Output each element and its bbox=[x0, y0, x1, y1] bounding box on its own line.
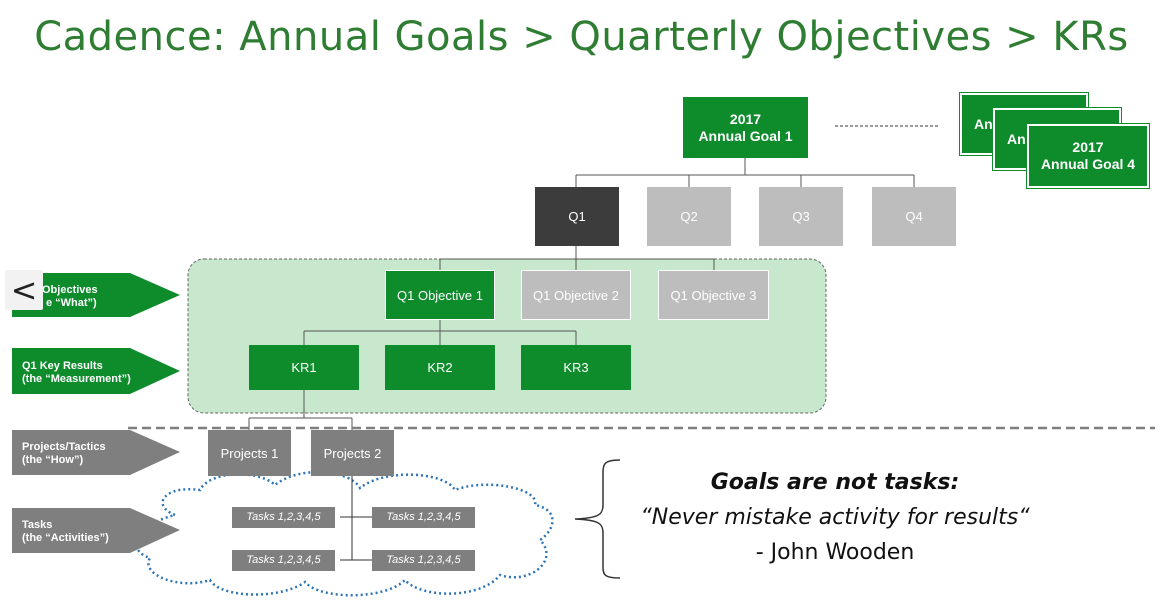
quarter-q3: Q3 bbox=[759, 187, 843, 246]
annual-goal-4-year: 2017 bbox=[1072, 139, 1104, 155]
objectives-arrow bbox=[12, 273, 180, 317]
objectives-label-line2: e “What”) bbox=[46, 297, 97, 309]
annual-goal-1-year: 2017 bbox=[729, 110, 762, 127]
projects-label-line2: (the “How”) bbox=[22, 454, 84, 466]
key-results-label-line1: Q1 Key Results bbox=[22, 360, 103, 372]
kr-arrow bbox=[12, 348, 180, 394]
objective-2: Q1 Objective 2 bbox=[521, 270, 631, 320]
objectives-label: Objectives e “What”) bbox=[42, 284, 98, 310]
objectives-label-line1: Objectives bbox=[42, 284, 98, 296]
key-results-label: Q1 Key Results (the “Measurement”) bbox=[22, 360, 131, 386]
objective-3: Q1 Objective 3 bbox=[658, 270, 769, 320]
task-box: Tasks 1,2,3,4,5 bbox=[372, 507, 475, 528]
quarter-q1: Q1 bbox=[535, 187, 619, 246]
tasks-arrow bbox=[12, 508, 180, 553]
projects-label: Projects/Tactics (the “How”) bbox=[22, 441, 106, 467]
task-box: Tasks 1,2,3,4,5 bbox=[232, 507, 335, 528]
quote-author: - John Wooden bbox=[755, 540, 915, 565]
project-1: Projects 1 bbox=[208, 430, 291, 476]
projects-label-line1: Projects/Tactics bbox=[22, 441, 106, 453]
quote-heading: Goals are not tasks: bbox=[710, 470, 960, 495]
quarter-q4: Q4 bbox=[872, 187, 956, 246]
annual-goal-4: 2017 Annual Goal 4 bbox=[1026, 123, 1150, 189]
key-result-2: KR2 bbox=[385, 345, 495, 390]
key-result-3: KR3 bbox=[521, 345, 631, 390]
annual-goal-1: 2017 Annual Goal 1 bbox=[683, 97, 808, 158]
tasks-label-line1: Tasks bbox=[22, 519, 53, 531]
task-box: Tasks 1,2,3,4,5 bbox=[372, 550, 475, 571]
annual-goal-1-label: Annual Goal 1 bbox=[698, 127, 793, 144]
tasks-cloud bbox=[135, 470, 554, 597]
annual-goal-stack-back1-label: An bbox=[974, 115, 993, 132]
tasks-label-line2: (the “Activities”) bbox=[22, 532, 109, 544]
page-title: Cadence: Annual Goals > Quarterly Object… bbox=[34, 14, 1129, 60]
key-results-label-line2: (the “Measurement”) bbox=[22, 373, 131, 385]
tasks-label: Tasks (the “Activities”) bbox=[22, 519, 109, 545]
quote-text: “Never mistake activity for results“ bbox=[640, 505, 1030, 530]
quarter-q2: Q2 bbox=[647, 187, 731, 246]
project-2: Projects 2 bbox=[311, 430, 394, 476]
curly-brace bbox=[574, 459, 621, 579]
annual-goal-stack-back2-label: An bbox=[1007, 130, 1026, 147]
task-box: Tasks 1,2,3,4,5 bbox=[232, 550, 335, 571]
key-result-1: KR1 bbox=[249, 345, 359, 390]
annual-goal-4-label: Annual Goal 4 bbox=[1040, 156, 1136, 172]
objective-1: Q1 Objective 1 bbox=[385, 270, 495, 320]
projects-arrow bbox=[12, 430, 180, 475]
previous-slide-button[interactable]: < bbox=[5, 270, 43, 310]
